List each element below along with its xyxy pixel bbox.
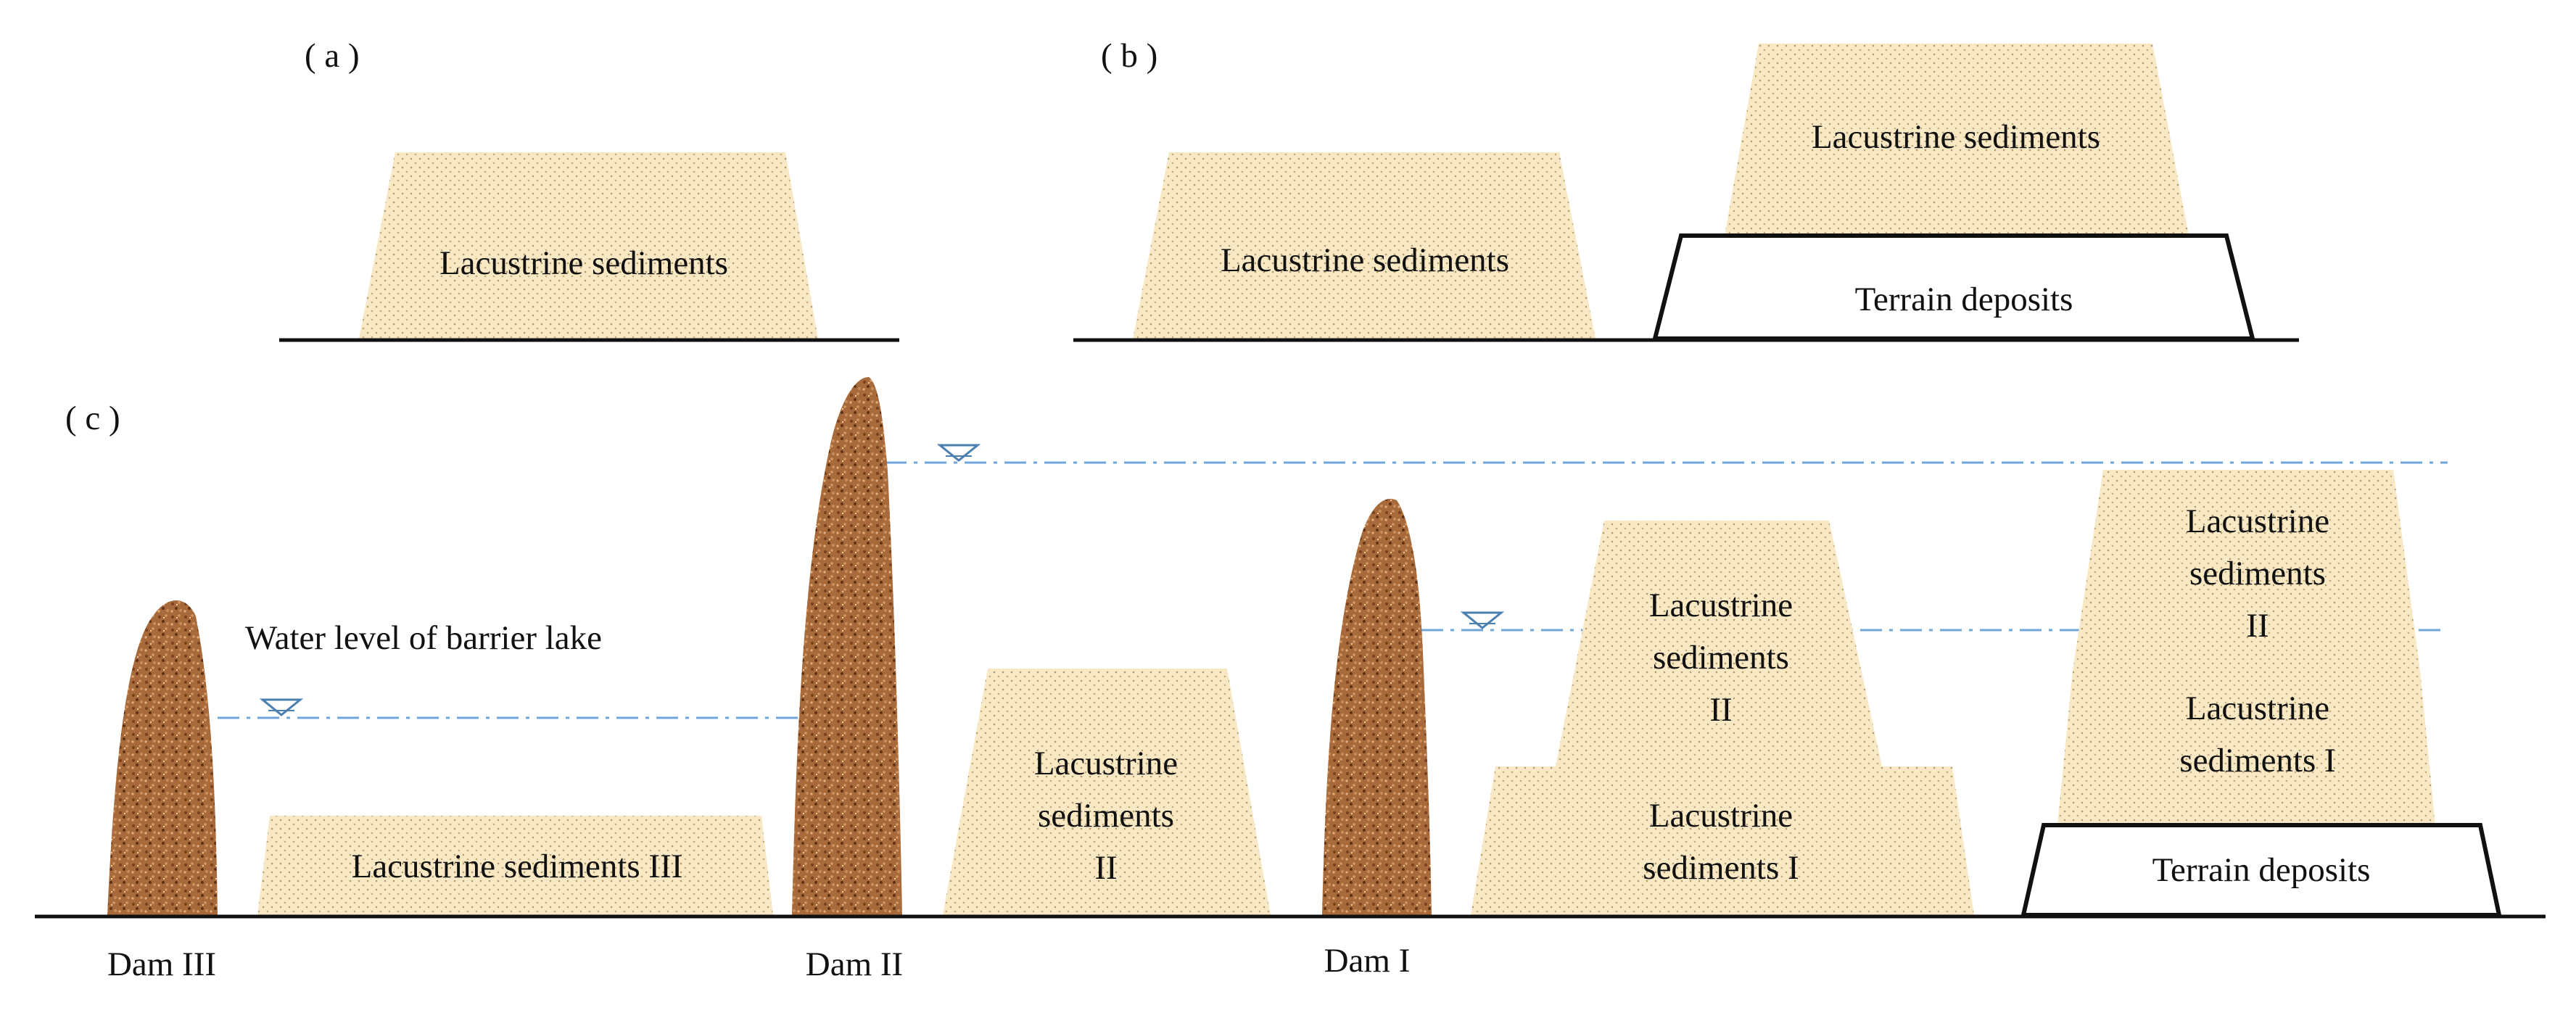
sediment-label: Lacustrine sediments <box>439 244 728 282</box>
terrain-deposits-label: Terrain deposits <box>1855 281 2073 318</box>
lacustrine-sediments-ii-block-mid <box>943 669 1271 915</box>
sediments-iii-label: Lacustrine sediments III <box>352 848 683 885</box>
dam-ii-shape <box>792 377 902 915</box>
lacustrine-sediments-ii-block-right1 <box>1556 521 1882 766</box>
right2-terrain-deposits-label: Terrain deposits <box>2152 851 2371 889</box>
panel-label-c: ( c ) <box>65 400 120 437</box>
dam-i-label: Dam I <box>1324 942 1411 980</box>
right2-sediments-ii-label-line2: sediments <box>2189 555 2326 592</box>
panel-a: Lacustrine sediments <box>279 152 899 342</box>
right1-sediments-ii-label-line2: sediments <box>1653 639 1789 676</box>
water-level-label: Water level of barrier lake <box>245 619 602 657</box>
water-level-marker-icon <box>1460 611 1505 629</box>
mid-sediments-ii-label-line2: sediments <box>1038 797 1174 835</box>
right1-sediments-ii-label-line1: Lacustrine <box>1649 587 1793 624</box>
lacustrine-sediments-i-block-right2 <box>2057 671 2435 825</box>
right2-sediments-ii-label-line3: II <box>2246 607 2269 645</box>
lacustrine-sediments-i-block-right1 <box>1471 766 1974 915</box>
right1-sediments-ii-label-line3: II <box>1709 691 1732 729</box>
right1-sediments-i-label-line1: Lacustrine <box>1649 797 1793 835</box>
panel-c: Water level of barrier lake Lacustrine s… <box>35 377 2546 983</box>
dam-i-shape <box>1322 498 1432 915</box>
panel-label-a: ( a ) <box>305 37 360 75</box>
right2-sediments-i-label-line2: sediments I <box>2179 742 2335 779</box>
lacustrine-sediments-block-upper <box>1725 44 2189 236</box>
lacustrine-sediments-block <box>359 152 818 339</box>
sediment-label-upper: Lacustrine sediments <box>1812 118 2100 156</box>
sediment-label-left: Lacustrine sediments <box>1221 241 1509 279</box>
water-level-marker-icon <box>936 444 981 462</box>
lacustrine-sediments-block-left <box>1133 152 1595 339</box>
dam-ii-label: Dam II <box>806 945 903 983</box>
mid-sediments-ii-label-line3: II <box>1094 849 1117 887</box>
right2-sediments-i-label-line1: Lacustrine <box>2186 690 2329 727</box>
lacustrine-sediments-iii-block <box>257 816 773 915</box>
right2-sediments-ii-label-line1: Lacustrine <box>2186 502 2329 540</box>
lacustrine-sediments-ii-block-right2 <box>2073 470 2420 671</box>
mid-sediments-ii-label-line1: Lacustrine <box>1034 745 1178 782</box>
water-level-marker-icon <box>259 698 304 716</box>
panel-label-b: ( b ) <box>1101 37 1157 75</box>
right1-sediments-i-label-line2: sediments I <box>1643 849 1799 887</box>
dam-iii-label: Dam III <box>107 945 216 983</box>
panel-b: Lacustrine sediments Lacustrine sediment… <box>1073 44 2299 342</box>
dam-iii-shape <box>107 600 218 915</box>
